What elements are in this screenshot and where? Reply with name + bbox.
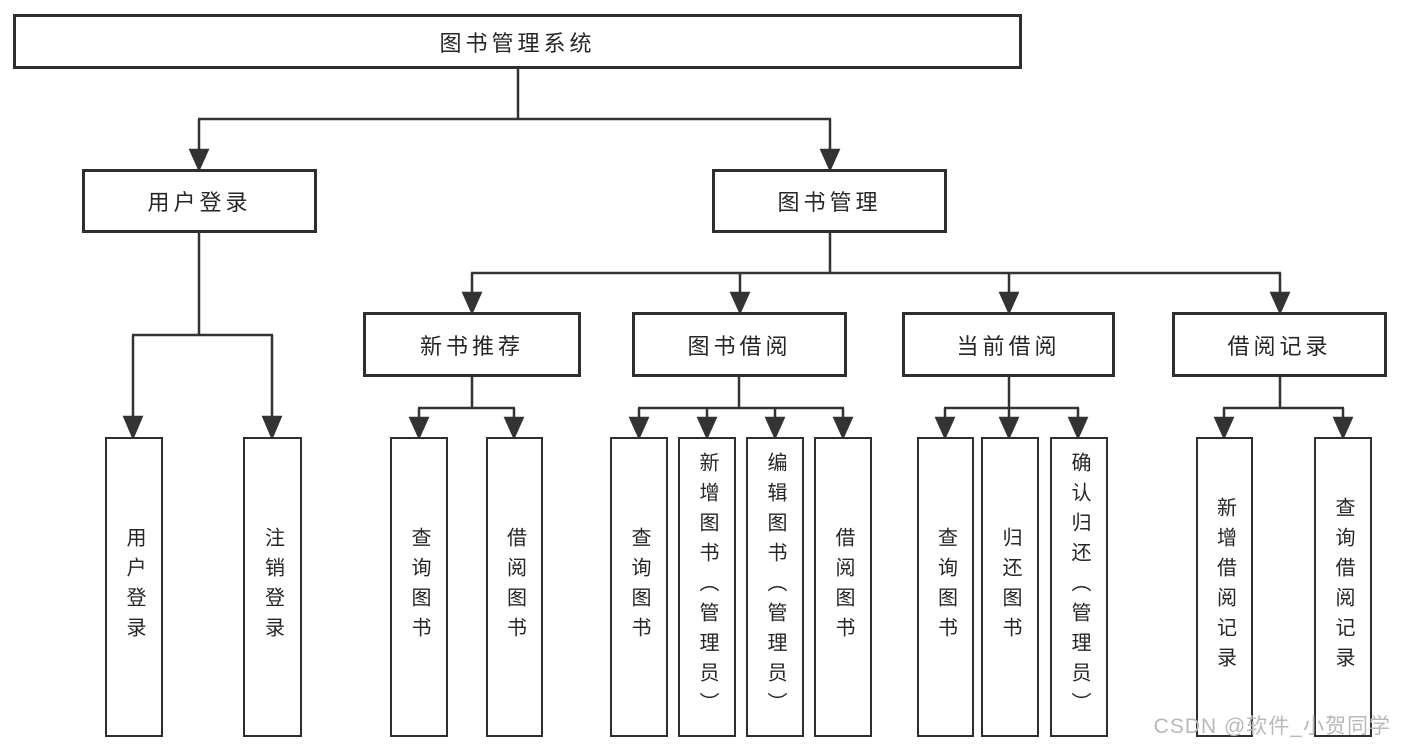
edge-lines	[122, 69, 1354, 441]
leaf-user-login: 用户登录	[105, 437, 163, 737]
node-label: 借阅图书	[503, 527, 526, 647]
node-label: 借阅图书	[832, 527, 854, 647]
leaf-borrow-books-recommend: 借阅图书	[486, 437, 543, 737]
leaf-query-books-recommend: 查询图书	[390, 437, 448, 737]
node-borrowing-records: 借阅记录	[1172, 312, 1387, 377]
leaf-confirm-return-admin: 确认归还（管理员）	[1050, 437, 1108, 737]
node-label: 查询图书	[628, 527, 650, 647]
node-label: 查询借阅记录	[1332, 497, 1354, 677]
node-label: 借阅记录	[1227, 333, 1332, 359]
edge-borrowing-records-to-children	[1213, 377, 1354, 441]
edge-user-login-to-children	[122, 233, 283, 441]
leaf-edit-book-admin: 编辑图书（管理员）	[746, 437, 804, 737]
node-label: 新增借阅记录	[1213, 497, 1236, 677]
node-label: 新增图书（管理员）	[696, 452, 718, 722]
node-label: 新书推荐	[419, 333, 524, 359]
edge-root-to-level2	[188, 69, 841, 173]
leaf-logout: 注销登录	[243, 437, 302, 737]
leaf-query-books-current: 查询图书	[917, 437, 974, 737]
node-label: 查询图书	[408, 527, 430, 647]
node-library-management-system: 图书管理系统	[13, 14, 1022, 69]
leaf-add-book-admin: 新增图书（管理员）	[678, 437, 736, 737]
node-label: 用户登录	[147, 190, 252, 215]
node-label: 当前借阅	[956, 333, 1061, 359]
node-current-borrowing: 当前借阅	[902, 312, 1115, 377]
edge-book-management-to-level3	[461, 233, 1291, 316]
node-label: 编辑图书（管理员）	[764, 452, 786, 722]
leaf-borrow-books-borrowing: 借阅图书	[814, 437, 872, 737]
node-label: 图书管理系统	[439, 30, 596, 56]
leaf-query-borrow-record: 查询借阅记录	[1314, 437, 1372, 737]
node-label: 图书管理	[777, 190, 882, 215]
node-label: 查询图书	[934, 527, 957, 647]
edge-current-borrowing-to-children	[934, 377, 1089, 441]
node-user-login-group: 用户登录	[82, 169, 317, 233]
node-book-management: 图书管理	[712, 169, 947, 233]
node-label: 图书借阅	[687, 333, 792, 359]
edge-new-book-recommend-to-children	[408, 377, 525, 441]
node-book-borrowing: 图书借阅	[632, 312, 847, 377]
watermark: CSDN @软件_小贺同学	[1153, 715, 1391, 738]
node-new-book-recommendation: 新书推荐	[363, 312, 581, 377]
node-label: 归还图书	[999, 527, 1021, 647]
node-label: 注销登录	[261, 527, 284, 647]
leaf-query-books-borrowing: 查询图书	[610, 437, 668, 737]
leaf-add-borrow-record: 新增借阅记录	[1196, 437, 1253, 737]
edge-book-borrowing-to-children	[628, 377, 854, 441]
node-label: 用户登录	[123, 527, 145, 647]
node-label: 确认归还（管理员）	[1068, 452, 1090, 722]
leaf-return-books: 归还图书	[981, 437, 1039, 737]
